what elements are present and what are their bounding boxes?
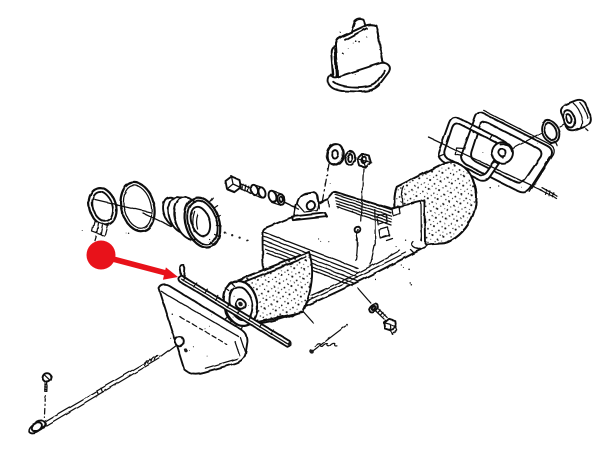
- case-gasket-part: [177, 264, 293, 348]
- through-bolt-part: [27, 344, 177, 435]
- cap-nut-part: [559, 98, 592, 132]
- boot-leader-dots: [223, 231, 249, 242]
- intake-shield-part: [327, 18, 391, 93]
- pointer-arrow-shaft: [110, 255, 168, 277]
- line-art: [27, 18, 592, 435]
- lower-bolt-part: [356, 287, 398, 336]
- washer-set-part: [325, 143, 372, 169]
- pointer-dot: [86, 240, 116, 270]
- cover-screw-part: [41, 372, 53, 419]
- through-bolt-axis: [428, 122, 567, 200]
- photocopy-noise: [81, 32, 538, 357]
- intake-boot-part: [162, 196, 222, 249]
- filter-element-part: [222, 251, 314, 333]
- spring-clip-part: [300, 308, 348, 354]
- o-ring-small-part: [540, 119, 561, 144]
- mount-bolt-part: [224, 175, 300, 210]
- cover-dome: [490, 141, 514, 165]
- pointer-annotation: [86, 240, 178, 280]
- side-cover-part: [158, 283, 249, 375]
- hose-clamp-part: [87, 187, 152, 242]
- pointer-arrow-head: [162, 267, 178, 280]
- o-ring-large-part: [119, 181, 173, 233]
